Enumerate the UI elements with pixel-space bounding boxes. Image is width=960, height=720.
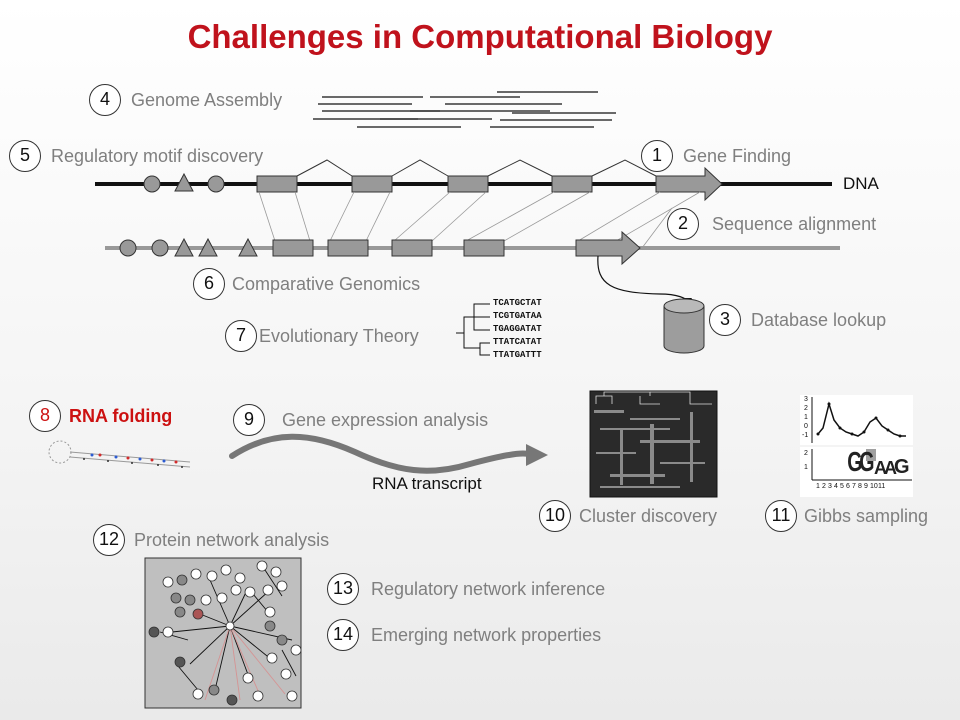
step-11-badge: 11 [765,500,797,532]
protein-network [144,557,302,709]
logo-letter: G [859,446,875,477]
motif-profile [800,395,913,445]
step-3-badge: 3 [709,304,741,336]
logo-letter: A [874,458,887,478]
tick: 10 [870,483,878,490]
protein-network-label: Protein network analysis [134,530,330,550]
sequence-2: TCGTGATAA [493,311,542,321]
gene-finding-label: Gene Finding [683,146,792,166]
tick: 0 [804,423,808,430]
alignment-lines [258,191,701,242]
step-9-badge: 9 [233,404,265,436]
step-5-badge: 5 [9,140,41,172]
gene-expression-label: Gene expression analysis [282,410,489,430]
tick: 2 [822,483,826,490]
motif-logo [800,447,913,497]
page-title: Challenges in Computational Biology [187,18,773,55]
tick: 1 [816,483,820,490]
step-1-badge: 1 [641,140,673,172]
sequence-3: TGAGGATAT [493,324,542,334]
genome-assembly-label: Genome Assembly [131,90,283,110]
dna-label: DNA [843,174,879,193]
tick: 1 [804,464,808,471]
sequence-alignment-label: Sequence alignment [712,214,877,234]
step-2-badge: 2 [667,208,699,240]
rna-transcript-label: RNA transcript [372,474,482,493]
step-7-badge: 7 [225,320,257,352]
tick: 8 [858,483,862,490]
step-6-badge: 6 [193,268,225,300]
tick: 5 [840,483,844,490]
comparative-genomics-label: Comparative Genomics [232,274,421,294]
regulatory-motifs [143,172,225,193]
step-10-badge: 10 [539,500,571,532]
emerging-network-label: Emerging network properties [371,625,602,645]
tick: 4 [834,483,838,490]
tick: 11 [878,483,886,490]
tick: 3 [804,396,808,403]
tick: 2 [804,450,808,457]
step-12-badge: 12 [93,524,125,556]
phylogenetic-tree [456,303,490,356]
database-lookup-label: Database lookup [751,310,887,330]
rna-hairpin [48,440,191,468]
database-cylinder [597,255,705,354]
step-8-badge: 8 [29,400,61,432]
tick: 3 [828,483,832,490]
cluster-discovery-label: Cluster discovery [579,506,718,526]
logo-letter: A [884,458,897,478]
tick: 2 [804,405,808,412]
evolutionary-theory-label: Evolutionary Theory [259,326,419,346]
tick: 1 [804,414,808,421]
sequence-1: TCATGCTAT [493,298,542,308]
tick: 9 [864,483,868,490]
comparative-strand [105,207,840,266]
tick: 7 [852,483,856,490]
dna-strand [95,159,832,202]
intron-connectors [296,159,657,177]
sequence-5: TTATGATTT [493,350,542,360]
rna-folding-label: RNA folding [69,406,173,426]
logo-letter: G [847,446,863,477]
tick: -1 [802,432,809,439]
regulatory-motif-label: Regulatory motif discovery [51,146,264,166]
regulatory-network-label: Regulatory network inference [371,579,606,599]
sequence-4: TTATCATAT [493,337,542,347]
tick: 6 [846,483,850,490]
step-14-badge: 14 [327,619,359,651]
logo-letter: G [894,456,910,478]
rna-transcript-wave [229,433,548,474]
step-13-badge: 13 [327,573,359,605]
assembly-reads [313,91,616,128]
exon-boxes [256,166,723,202]
step-4-badge: 4 [89,84,121,116]
gibbs-sampling-label: Gibbs sampling [804,506,929,526]
cluster-heatmap [589,390,718,498]
